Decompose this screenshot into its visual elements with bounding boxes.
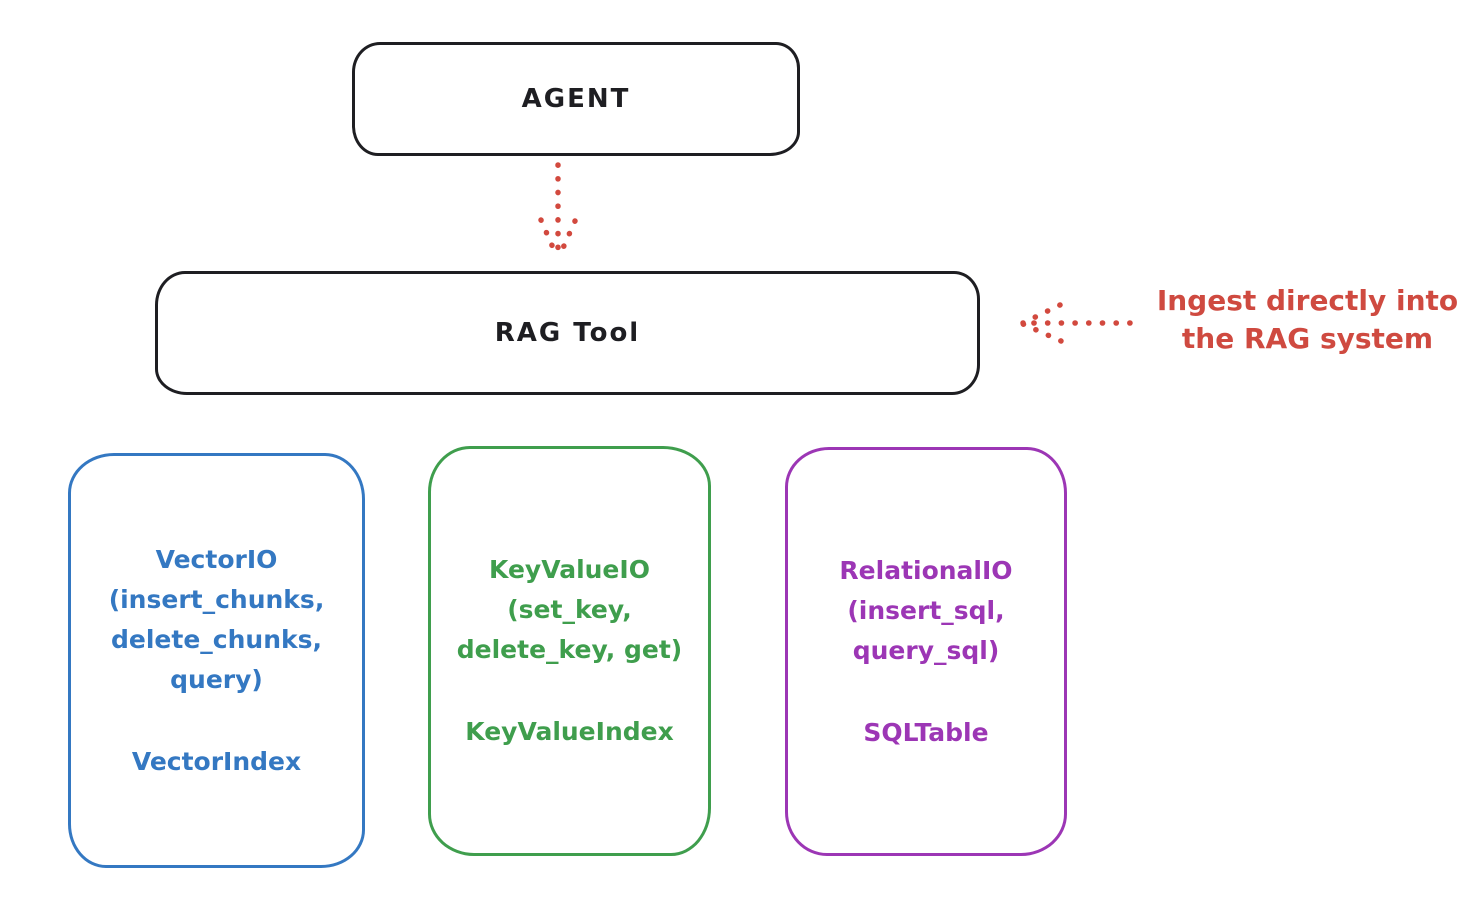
relational-io-signature-line: (insert_sql, <box>847 595 1005 625</box>
keyvalue-io-signature-line: delete_key, get) <box>456 635 683 664</box>
ingest-annotation-line1: Ingest directly into <box>1156 284 1459 317</box>
keyvalue-io-title: KeyValueIO <box>489 555 650 584</box>
ingest-annotation-line2: the RAG system <box>1181 322 1434 355</box>
vector-io-signature-line: delete_chunks, <box>111 624 322 654</box>
agent-label: AGENT <box>521 84 631 114</box>
sql-table-label: SQLTable <box>863 717 989 747</box>
vector-io-title: VectorIO <box>155 544 278 574</box>
relational-io-title: RelationalIO <box>839 555 1013 585</box>
card-vector-io: VectorIO (insert_chunks, delete_chunks, … <box>68 453 365 868</box>
dotted-arrow-left-icon <box>1020 302 1133 344</box>
rag-tool-label: RAG Tool <box>494 318 641 348</box>
ingest-annotation: Ingest directly into the RAG system <box>1135 282 1480 358</box>
rag-tool-box: RAG Tool <box>155 271 980 395</box>
agent-box: AGENT <box>352 42 800 156</box>
card-keyvalue-io: KeyValueIO (set_key, delete_key, get) Ke… <box>428 446 711 856</box>
vector-index-label: VectorIndex <box>131 746 302 776</box>
vector-io-signature-line: (insert_chunks, <box>108 584 325 614</box>
dotted-arrow-down-icon <box>538 162 578 260</box>
keyvalue-io-signature-line: (set_key, <box>507 595 632 624</box>
relational-io-signature-line: query_sql) <box>852 635 1000 665</box>
vector-io-signature-line: query) <box>170 664 263 694</box>
card-relational-io: RelationalIO (insert_sql, query_sql) SQL… <box>785 447 1067 856</box>
keyvalue-index-label: KeyValueIndex <box>465 717 674 746</box>
